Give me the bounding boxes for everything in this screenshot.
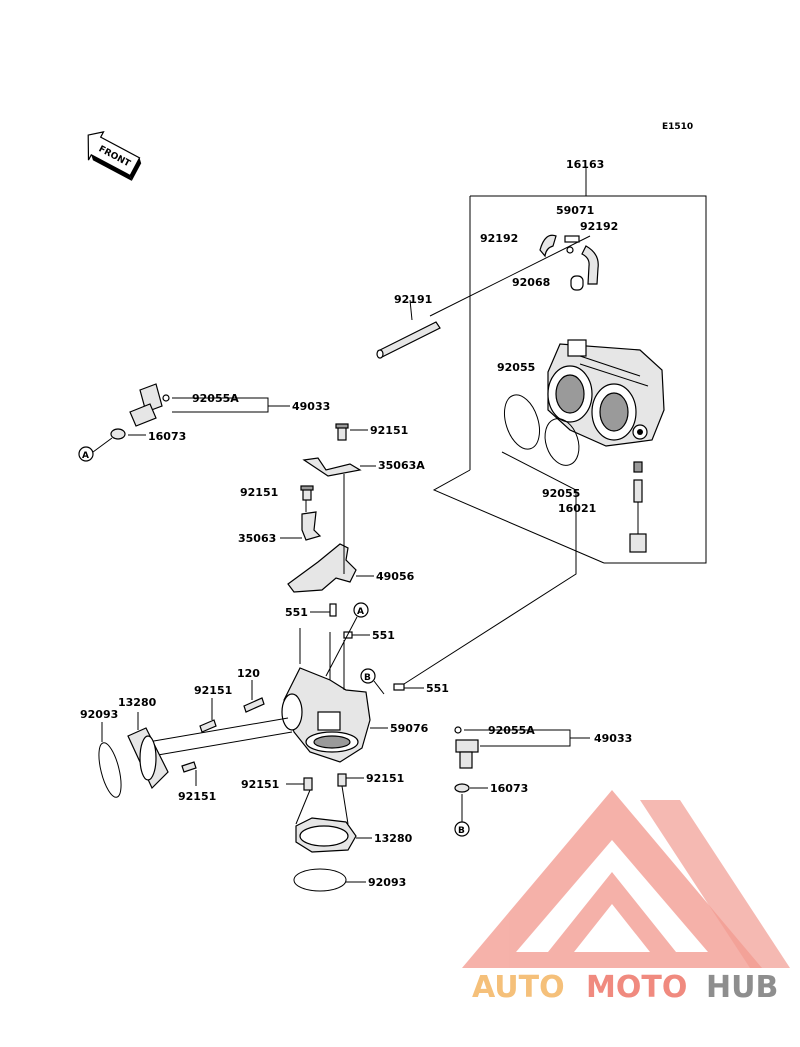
- callout-b-middle: [360, 668, 376, 684]
- label-92192-left: 92192: [480, 232, 518, 245]
- label-92151-a: 92151: [370, 424, 408, 437]
- part-49033-injector-left: [129, 383, 170, 427]
- part-92151-bolt-e: [303, 777, 313, 791]
- part-92191-rod: [376, 321, 441, 359]
- callout-a-left: [78, 446, 94, 462]
- watermark-logo: [462, 790, 790, 968]
- label-49056: 49056: [376, 570, 415, 583]
- part-120-screw: [243, 697, 265, 713]
- figure-code: E1510: [662, 122, 693, 132]
- watermark-hub-text: HUB: [706, 970, 778, 1005]
- label-92055A-right: 92055A: [488, 724, 535, 737]
- part-13280-gasket-left: [127, 727, 169, 790]
- watermark-moto-text: MOTO: [586, 970, 687, 1005]
- part-551-pin-a: [329, 603, 337, 617]
- part-92093-seal-bottom: [293, 868, 347, 892]
- label-49033-right: 49033: [594, 732, 632, 745]
- label-92068: 92068: [512, 276, 550, 289]
- part-92151-bolt-b: [300, 485, 314, 501]
- part-13280-gasket-bottom: [295, 817, 357, 853]
- callout-b-middle-label: B: [364, 673, 371, 683]
- label-92093-left: 92093: [80, 708, 118, 721]
- part-92151-bolt-c: [199, 719, 217, 733]
- front-arrow-icon: FRONT: [87, 131, 142, 181]
- part-92068-cap: [570, 275, 584, 291]
- label-13280-left: 13280: [118, 696, 157, 709]
- label-59071: 59071: [556, 204, 594, 217]
- label-92192-right: 92192: [580, 220, 618, 233]
- part-49033-injector-right: [454, 726, 479, 769]
- label-92151-d: 92151: [178, 790, 216, 803]
- label-120: 120: [237, 667, 260, 680]
- label-92055-top: 92055: [497, 361, 535, 374]
- label-92055-bottom: 92055: [542, 487, 580, 500]
- label-13280-bottom: 13280: [374, 832, 413, 845]
- callout-a-left-label: A: [82, 451, 89, 461]
- part-551-pin-c: [393, 683, 405, 691]
- label-92151-c: 92151: [194, 684, 232, 697]
- part-92151-bolt-d: [181, 761, 197, 773]
- part-92055-oring-left: [503, 394, 541, 450]
- part-92151-bolt-f: [337, 773, 347, 787]
- label-16163: 16163: [566, 158, 604, 171]
- part-35063-bracket: [301, 511, 322, 541]
- part-16073-clip-left: [110, 428, 126, 440]
- label-59076: 59076: [390, 722, 429, 735]
- part-92192-hose-left: [539, 234, 557, 258]
- label-92093-bottom: 92093: [368, 876, 406, 889]
- label-92151-f: 92151: [366, 772, 404, 785]
- part-92093-seal-left: [98, 742, 122, 798]
- label-49033-left: 49033: [292, 400, 330, 413]
- callout-b-bottom-label: B: [458, 826, 465, 836]
- label-92151-b: 92151: [240, 486, 278, 499]
- label-551-c: 551: [426, 682, 449, 695]
- label-92191: 92191: [394, 293, 432, 306]
- part-92055-oring-right: [544, 418, 580, 466]
- label-551-a: 551: [285, 606, 308, 619]
- label-92055A-left: 92055A: [192, 392, 239, 405]
- label-35063A: 35063A: [378, 459, 425, 472]
- label-16073-right: 16073: [490, 782, 528, 795]
- label-35063: 35063: [238, 532, 276, 545]
- label-16073-left: 16073: [148, 430, 186, 443]
- part-16163-throttle-body: [547, 339, 665, 447]
- part-59076-manifold: [281, 667, 371, 763]
- part-16073-clip-right: [454, 783, 470, 793]
- label-92151-e: 92151: [241, 778, 279, 791]
- part-59071-fitting: [564, 235, 580, 254]
- label-551-b: 551: [372, 629, 395, 642]
- part-16021-sensor: [629, 461, 647, 553]
- callout-a-middle: [353, 602, 369, 618]
- callout-a-middle-label: A: [357, 607, 364, 617]
- watermark-auto-text: AUTO: [472, 970, 565, 1005]
- part-92192-hose-right: [581, 245, 599, 285]
- part-49056-rail: [287, 543, 357, 593]
- label-16021: 16021: [558, 502, 596, 515]
- part-92151-bolt-a: [335, 423, 349, 441]
- part-35063A-bracket: [302, 457, 362, 477]
